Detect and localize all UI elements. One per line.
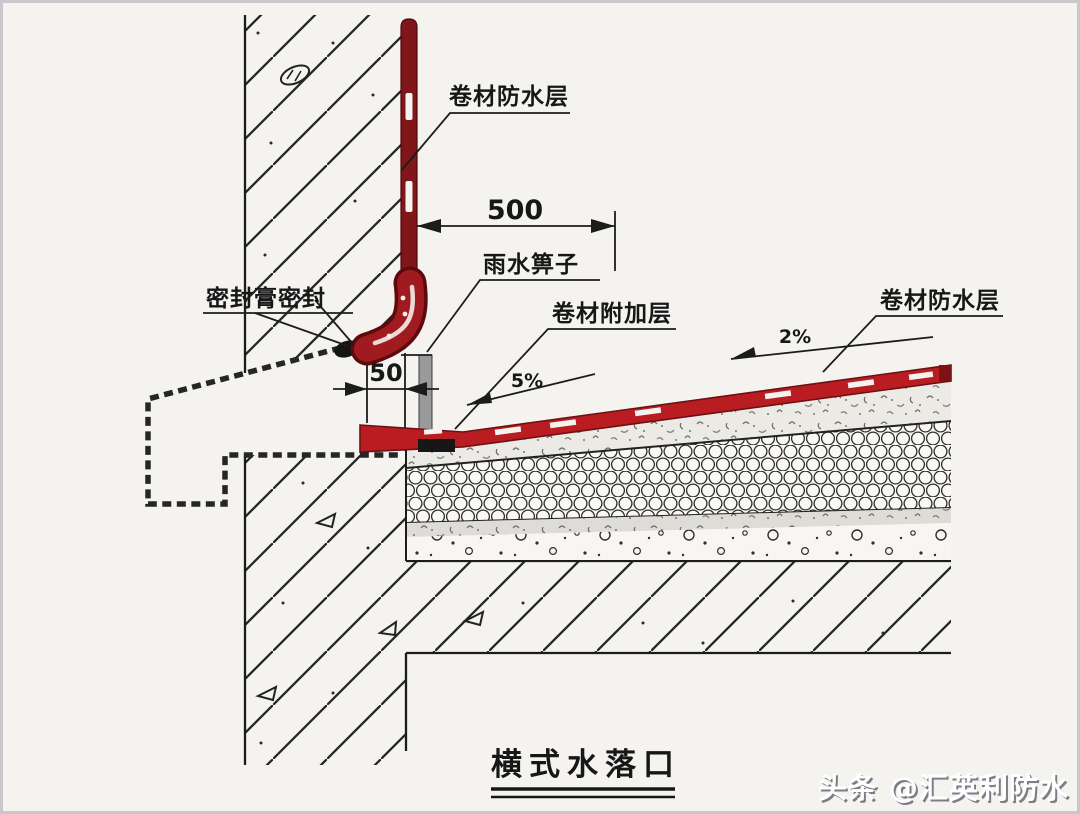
slope-2pct-text: 2% [779,326,811,348]
technical-diagram: 500 50 5% 2% 卷材防水层 雨水箅子 卷材附加层 密封膏密封 [145,15,1071,807]
membrane-upstand [400,18,418,296]
label-sealant-text: 密封膏密封 [206,285,326,312]
label-membrane-additional-text: 卷材附加层 [551,300,672,327]
label-membrane-right: 卷材防水层 [822,287,1003,373]
slope-2pct: 2% [730,326,934,360]
label-membrane-additional: 卷材附加层 [454,300,676,430]
diagram-title-block: 横式水落口 [491,747,681,799]
watermark: 头条 @汇英利防水 头条 @汇英利防水 [818,771,1071,807]
lightweight-concrete-layer [406,523,951,560]
slope-5pct-text: 5% [511,370,543,392]
label-membrane-right-text: 卷材防水层 [879,287,1000,314]
watermark-shadow-text: 头条 @汇英利防水 [820,773,1071,807]
drain-seat [418,439,455,452]
screed-layer [406,380,951,468]
diagram-title: 横式水落口 [491,747,681,783]
label-membrane-top-text: 卷材防水层 [448,83,569,110]
dim-50-text: 50 [369,359,402,387]
drain-elbow [350,266,428,366]
slope-5pct: 5% [466,370,596,406]
parapet-wall-section [243,15,401,373]
label-rain-grate-text: 雨水箅子 [483,251,579,278]
watermark-text: 头条 @汇英利防水 [818,771,1069,805]
aggregate-marks [255,31,885,745]
dim-500-text: 500 [487,195,543,226]
dimension-50: 50 [333,359,439,396]
wall-and-slab-section [243,455,951,765]
leveling-strip-layer [406,508,951,537]
eave-gutter [145,341,403,507]
label-sealant: 密封膏密封 [203,285,354,347]
rain-grate-spout [366,353,433,451]
label-rain-grate: 雨水箅子 [426,251,600,353]
dimension-500: 500 [417,195,616,271]
label-membrane-top: 卷材防水层 [400,83,570,172]
waterproof-membrane-roof [359,364,952,453]
